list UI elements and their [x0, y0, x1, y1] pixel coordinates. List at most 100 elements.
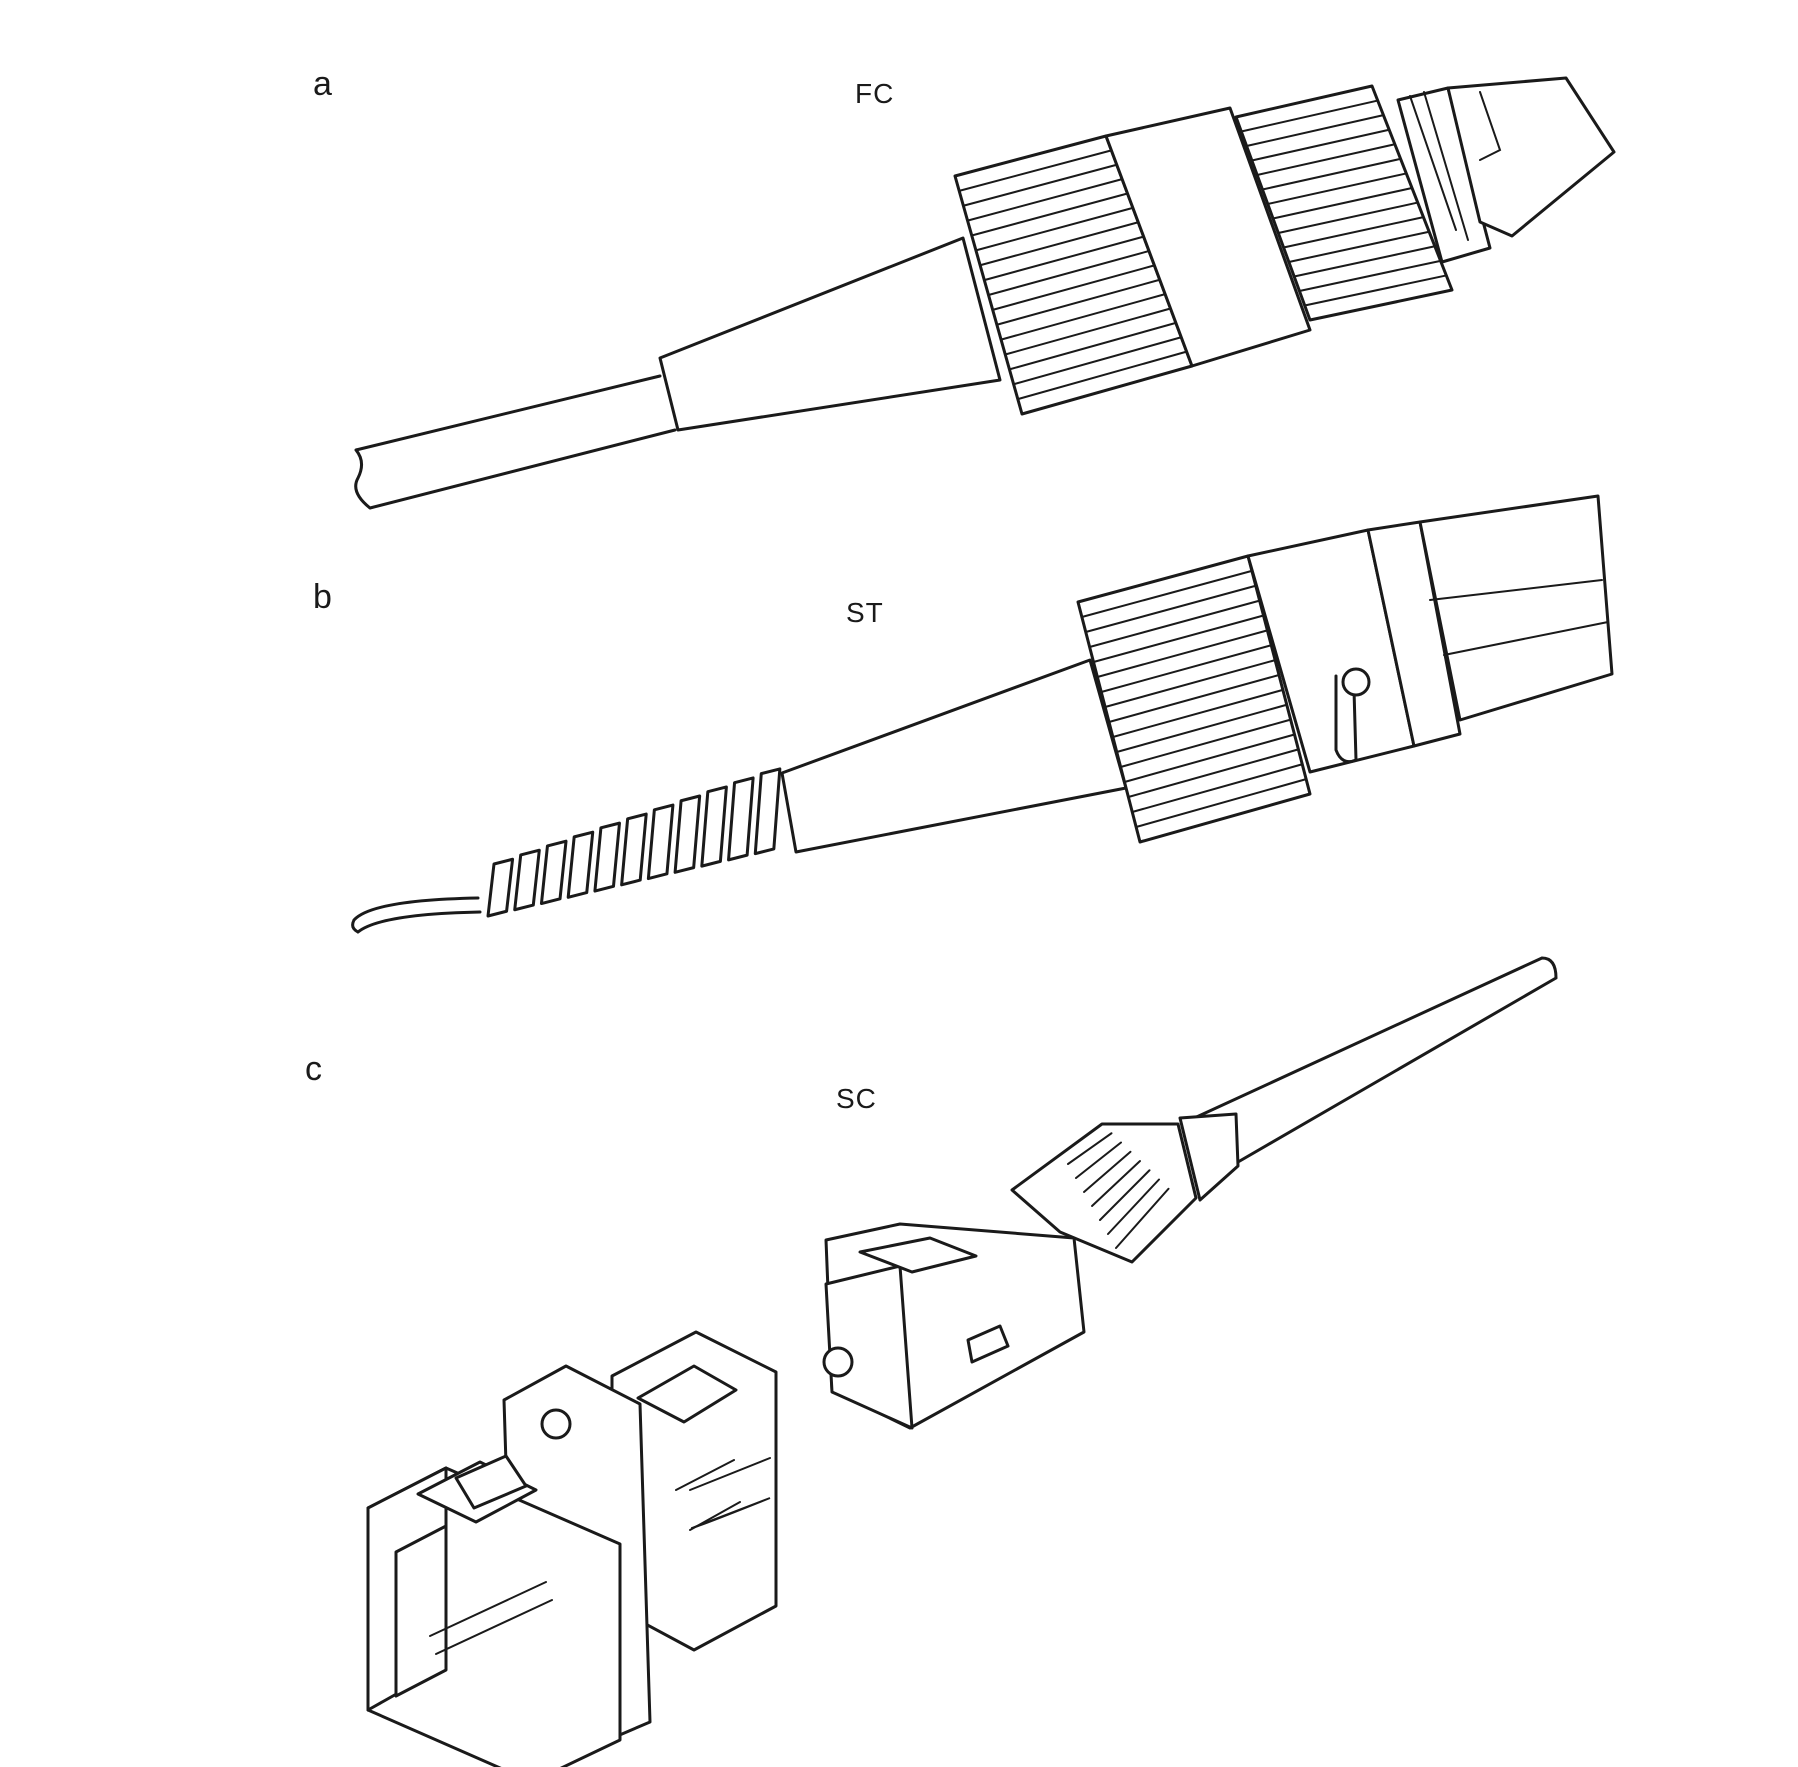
fc-thread-line [1287, 230, 1431, 263]
st-knurl-line [1115, 703, 1288, 753]
st-bayonet-pin [1341, 667, 1371, 697]
fc-body [1104, 106, 1312, 368]
panel-c: c SC [305, 956, 1558, 1767]
st-spring-coil [486, 857, 515, 918]
st-bayonet-slot [1334, 674, 1358, 764]
st-spring-coil [673, 794, 702, 874]
st-spring-coil [513, 848, 541, 912]
fc-thread-line [1277, 201, 1419, 234]
panel-b-letter: b [313, 578, 332, 616]
st-spring-coil [566, 830, 595, 899]
sc-grip-ridge [1099, 1169, 1151, 1221]
st-spring-coil [700, 785, 728, 868]
fc-knurl-line [1008, 321, 1177, 371]
st-connector [351, 494, 1614, 934]
sc-adapter-rear-window [636, 1364, 738, 1424]
fc-knurl-line [958, 149, 1113, 192]
st-spring-coil [539, 839, 568, 906]
st-knurl-line [1092, 614, 1265, 663]
st-spring-coil [593, 821, 621, 893]
fc-thread-line [1293, 245, 1436, 278]
st-fiber [351, 896, 482, 934]
st-knurl-line [1131, 763, 1304, 813]
panel-a-name: FC [855, 78, 894, 109]
st-knurl-line [1096, 629, 1269, 678]
fc-key-ring [1396, 86, 1492, 264]
sc-grip [1010, 1122, 1198, 1264]
panel-c-name: SC [836, 1083, 877, 1114]
sc-boot [1178, 1112, 1240, 1202]
sc-flange-hole [540, 1408, 572, 1440]
sc-cable [1188, 956, 1558, 1164]
fc-thread-line [1303, 274, 1448, 307]
st-strain-relief-spring [486, 767, 782, 918]
fc-thread-line [1240, 99, 1379, 133]
sc-adapter [366, 1330, 778, 1767]
fc-knurl-lines [958, 149, 1188, 401]
st-knurl-lines [1080, 569, 1308, 828]
fc-thread-line [1245, 114, 1385, 147]
fc-boot [658, 236, 1002, 432]
sc-adapter-port [394, 1524, 448, 1698]
fc-knurl-line [966, 178, 1124, 222]
fc-thread-line [1282, 216, 1425, 249]
sc-grip-ridge [1115, 1187, 1170, 1249]
st-spring-coil [727, 776, 755, 862]
panel-a: a FC [313, 65, 1616, 510]
fc-knurl-line [974, 206, 1134, 252]
fc-knurl-line [1012, 336, 1183, 386]
fc-knurl-line [991, 264, 1156, 311]
sc-adapter-latch-inner [454, 1454, 528, 1510]
st-knurl-line [1080, 569, 1253, 618]
fc-knurl-line [995, 278, 1161, 326]
st-knurl-line [1088, 599, 1261, 648]
fc-connector [354, 76, 1616, 510]
fc-thread-line [1272, 187, 1413, 220]
sc-plug [822, 956, 1558, 1430]
st-knurl-line [1123, 733, 1296, 783]
st-ferrule-housing [1366, 520, 1462, 748]
fc-cable [354, 374, 677, 510]
sc-grip-ridge [1083, 1150, 1132, 1193]
sc-grip-ridge [1067, 1132, 1113, 1165]
st-spring-coil [753, 767, 782, 856]
st-knurl-line [1127, 748, 1300, 798]
st-knurl-line [1104, 659, 1277, 708]
st-knurl-line [1084, 584, 1257, 633]
st-spring-coil [646, 803, 675, 881]
fc-knurl-line [1004, 307, 1172, 356]
st-boot [780, 658, 1128, 854]
fc-knurl-line [962, 163, 1118, 207]
st-knurl-line [1100, 644, 1273, 693]
fc-thread-line [1256, 143, 1396, 176]
panel-c-letter: c [305, 1050, 322, 1088]
st-knurl-line [1135, 778, 1308, 828]
fc-knurl-line [983, 235, 1145, 282]
sc-grip-ridge [1075, 1141, 1122, 1179]
fc-thread-line [1298, 259, 1442, 292]
st-knurl-line [1111, 688, 1284, 738]
fc-knurl-line [970, 192, 1129, 237]
sc-grip-ridge [1107, 1178, 1160, 1235]
fc-knurl-line [1016, 350, 1188, 401]
fc-thread-line [1266, 172, 1408, 205]
panel-b: b ST [313, 494, 1614, 934]
st-knurl-line [1119, 718, 1292, 768]
sc-ferrule [822, 1346, 854, 1378]
fc-knurl-line [1000, 293, 1167, 341]
sc-latch-window [858, 1236, 978, 1274]
st-spring-coil [620, 812, 648, 887]
fc-thread-lines [1240, 99, 1448, 307]
fc-knurl-line [987, 250, 1150, 296]
panel-a-letter: a [313, 65, 332, 103]
fc-thread-line [1261, 157, 1402, 191]
panel-b-name: ST [846, 597, 884, 628]
fc-knurl-line [979, 221, 1140, 267]
st-knurl-line [1108, 674, 1280, 723]
sc-grip-ridge [1091, 1160, 1141, 1207]
sc-key [966, 1324, 1010, 1364]
sc-grip-ridges [1067, 1132, 1170, 1249]
fc-thread-line [1250, 128, 1391, 162]
